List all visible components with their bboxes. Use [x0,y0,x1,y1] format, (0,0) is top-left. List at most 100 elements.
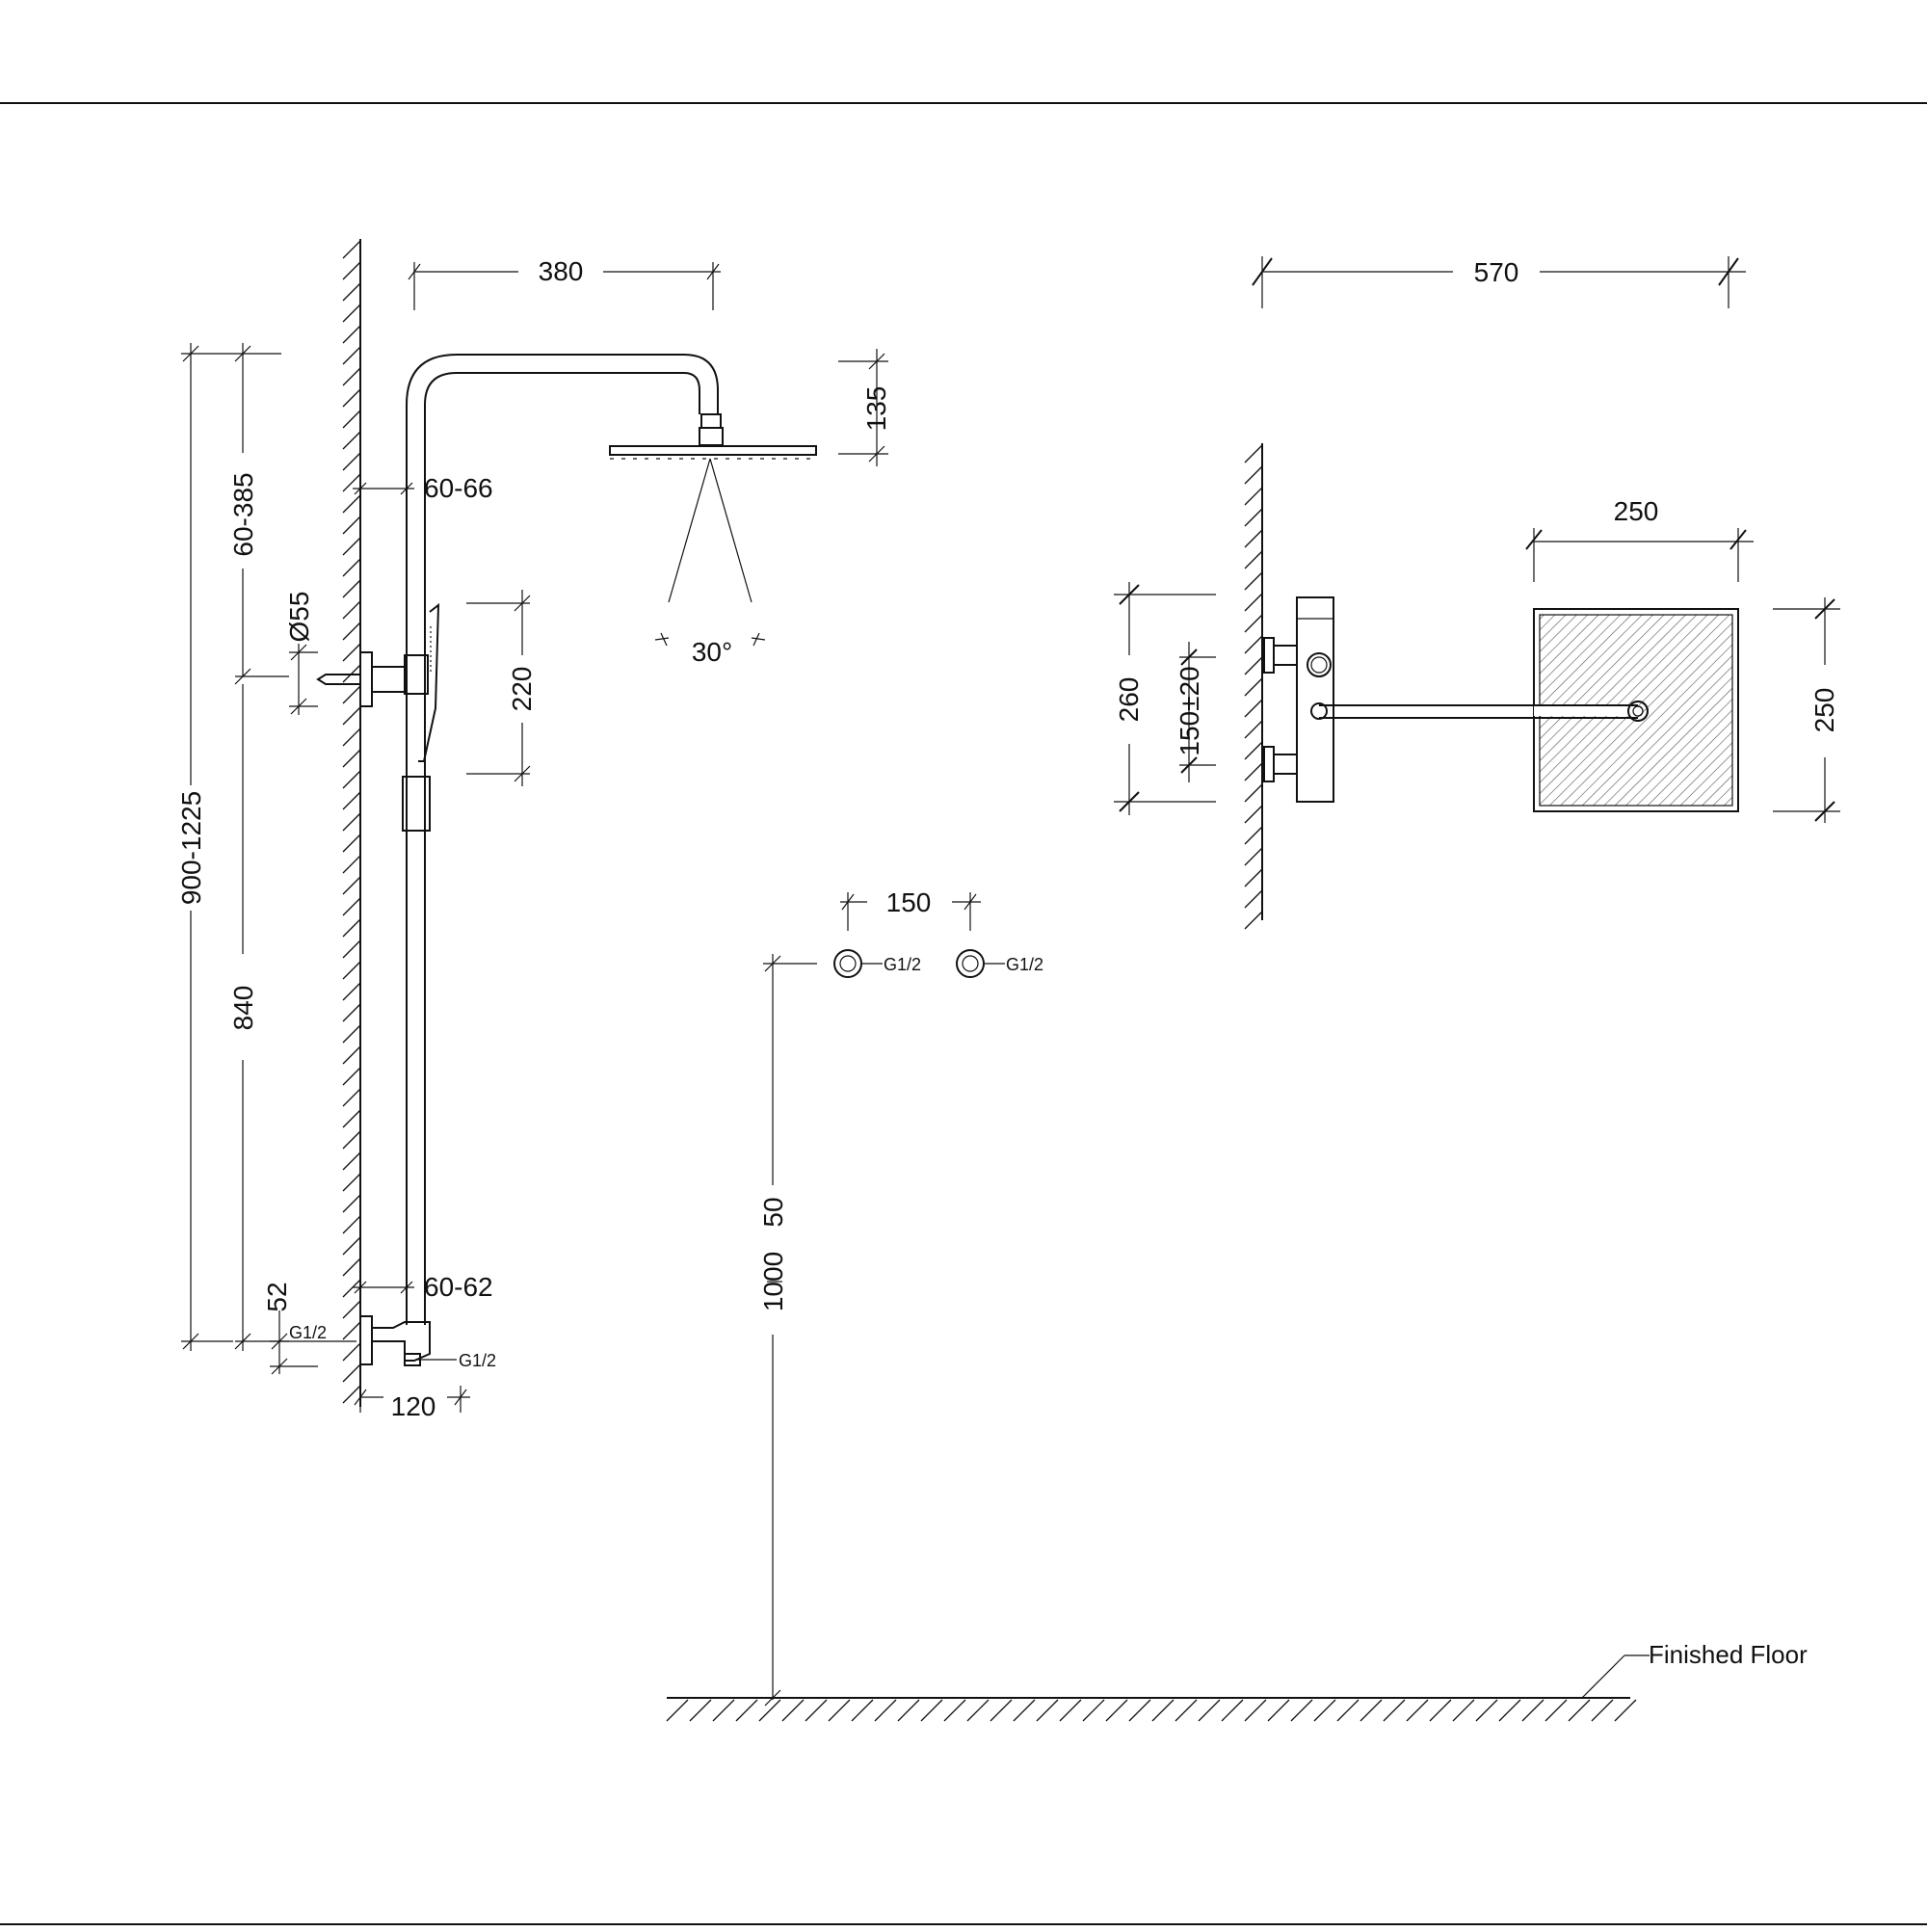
floor-hatch-line [1175,1699,1198,1722]
wall-hatch-line [342,834,361,853]
wall-hatch-line [342,325,361,344]
wall-gap-top-label: 60-66 [424,473,493,503]
dim-head-depth: 250 [1773,597,1840,823]
wall-hatch-line [1244,762,1263,781]
wall-hatch-line [1244,911,1263,930]
floor-hatch-line [1221,1699,1244,1722]
floor-hatch-line [1036,1699,1059,1722]
wall-hatch-line [342,855,361,874]
floor-hatch-line [874,1699,897,1722]
wall-hatch-line [1244,868,1263,887]
dim-overall-range: 900-1225 [176,343,233,1351]
wall-hatch-line [342,1024,361,1044]
inlet-spacing-label: 150 [886,887,932,917]
valve-centres-label: 150±20 [1175,666,1204,755]
wall-hatch-line [1244,571,1263,591]
floor-hatch-line [805,1699,828,1722]
wall-hatch-line [342,494,361,514]
wall-hatch-line [342,982,361,1001]
wall-hatch-line [342,685,361,704]
dim-lower-length: 840 [228,675,289,1351]
wall-hatch-line [342,961,361,980]
wall-hatch-line [1244,741,1263,760]
floor-hatch-line [1429,1699,1452,1722]
wall-hatch-line [342,770,361,789]
wall-hatch-line [1244,783,1263,803]
valve-outlet-thread: G1/2 [416,1351,496,1370]
dim-arm-length: 380 [408,256,721,310]
wall-hatch-line [342,516,361,535]
floor-hatch-line [1082,1699,1105,1722]
floor-hatch-line [1591,1699,1614,1722]
wall-hatch-line [342,452,361,471]
wall-hatch-line [1244,508,1263,527]
valve-height-label: 260 [1114,677,1144,723]
floor-hatch-line [758,1699,781,1722]
valve-outlet-thread-label: G1/2 [459,1351,496,1370]
floor-hatch-line [712,1699,735,1722]
wall-hatch-line [1244,444,1263,463]
wall-gap-bottom-label: 60-62 [424,1272,493,1302]
base-depth-label: 120 [391,1391,436,1421]
dim-upper-range: 60-385 [228,343,281,685]
floor-hatch-line [1336,1699,1359,1722]
floor-hatch-line [1521,1699,1544,1722]
lower-length-label: 840 [228,986,258,1031]
wall-hatch-line [342,537,361,556]
floor-hatch-line [666,1699,689,1722]
wall-hatch-line [342,282,361,302]
dim-handshower-span: 220 [466,590,537,786]
floor-hatch-line [1151,1699,1175,1722]
wall-hatch-line [342,1385,361,1404]
floor-hatch-line [1568,1699,1591,1722]
floor-hatch-line [735,1699,758,1722]
wall-hatch-line [342,1003,361,1022]
wall-hatch-line [342,261,361,280]
dim-inlet-height: 50 1000 [758,954,817,1707]
floor-hatch-line [1128,1699,1151,1722]
dim-wall-gap-bottom: 60-62 [353,1272,493,1302]
handshower-span-label: 220 [507,667,537,712]
wall-hatch-line [342,643,361,662]
dim-spray-angle: 30° [654,632,766,667]
wall-right [1244,443,1263,930]
floor-hatch-line [1013,1699,1036,1722]
wall-hatch-line [1244,677,1263,697]
wall-left [342,239,361,1407]
floor-hatch-line [966,1699,990,1722]
wall-hatch-line [342,622,361,641]
dim-inlet-spacing: 150 [840,887,981,931]
floor-hatch-line [990,1699,1013,1722]
floor-hatch-line [828,1699,851,1722]
inlet-left-thread-label: G1/2 [884,955,921,974]
floor-hatch-line [851,1699,874,1722]
wall-hatch-line [342,706,361,726]
dim-valve-height: 260 [1114,582,1216,815]
wall-hatch-line [342,304,361,323]
finished-floor: Finished Floor [666,1640,1808,1722]
inlet-connections: G1/2 G1/2 [833,949,1043,978]
temperature-knob-icon [1307,652,1332,677]
inlet-offset-label: 52 [262,1282,292,1311]
wall-hatch-line [342,1236,361,1256]
wall-hatch-line [342,940,361,959]
head-height-label: 135 [861,386,891,432]
wall-hatch-line [342,1342,361,1362]
wall-hatch-line [342,812,361,832]
wall-hatch-line [1244,656,1263,675]
wall-hatch-line [342,728,361,747]
wall-hatch-line [1244,805,1263,824]
floor-hatch-line [1290,1699,1313,1722]
floor-hatch-line [1244,1699,1267,1722]
wall-hatch-line [342,1279,361,1298]
floor-hatch-line [1498,1699,1521,1722]
wall-hatch-line [342,1151,361,1171]
finished-floor-label: Finished Floor [1649,1640,1808,1669]
wall-hatch-line [342,431,361,450]
wall-hatch-line [342,918,361,938]
wall-hatch-line [1244,889,1263,909]
inlet-right-icon [956,949,985,978]
floor-hatch-line [1475,1699,1498,1722]
floor-hatch-line [920,1699,943,1722]
